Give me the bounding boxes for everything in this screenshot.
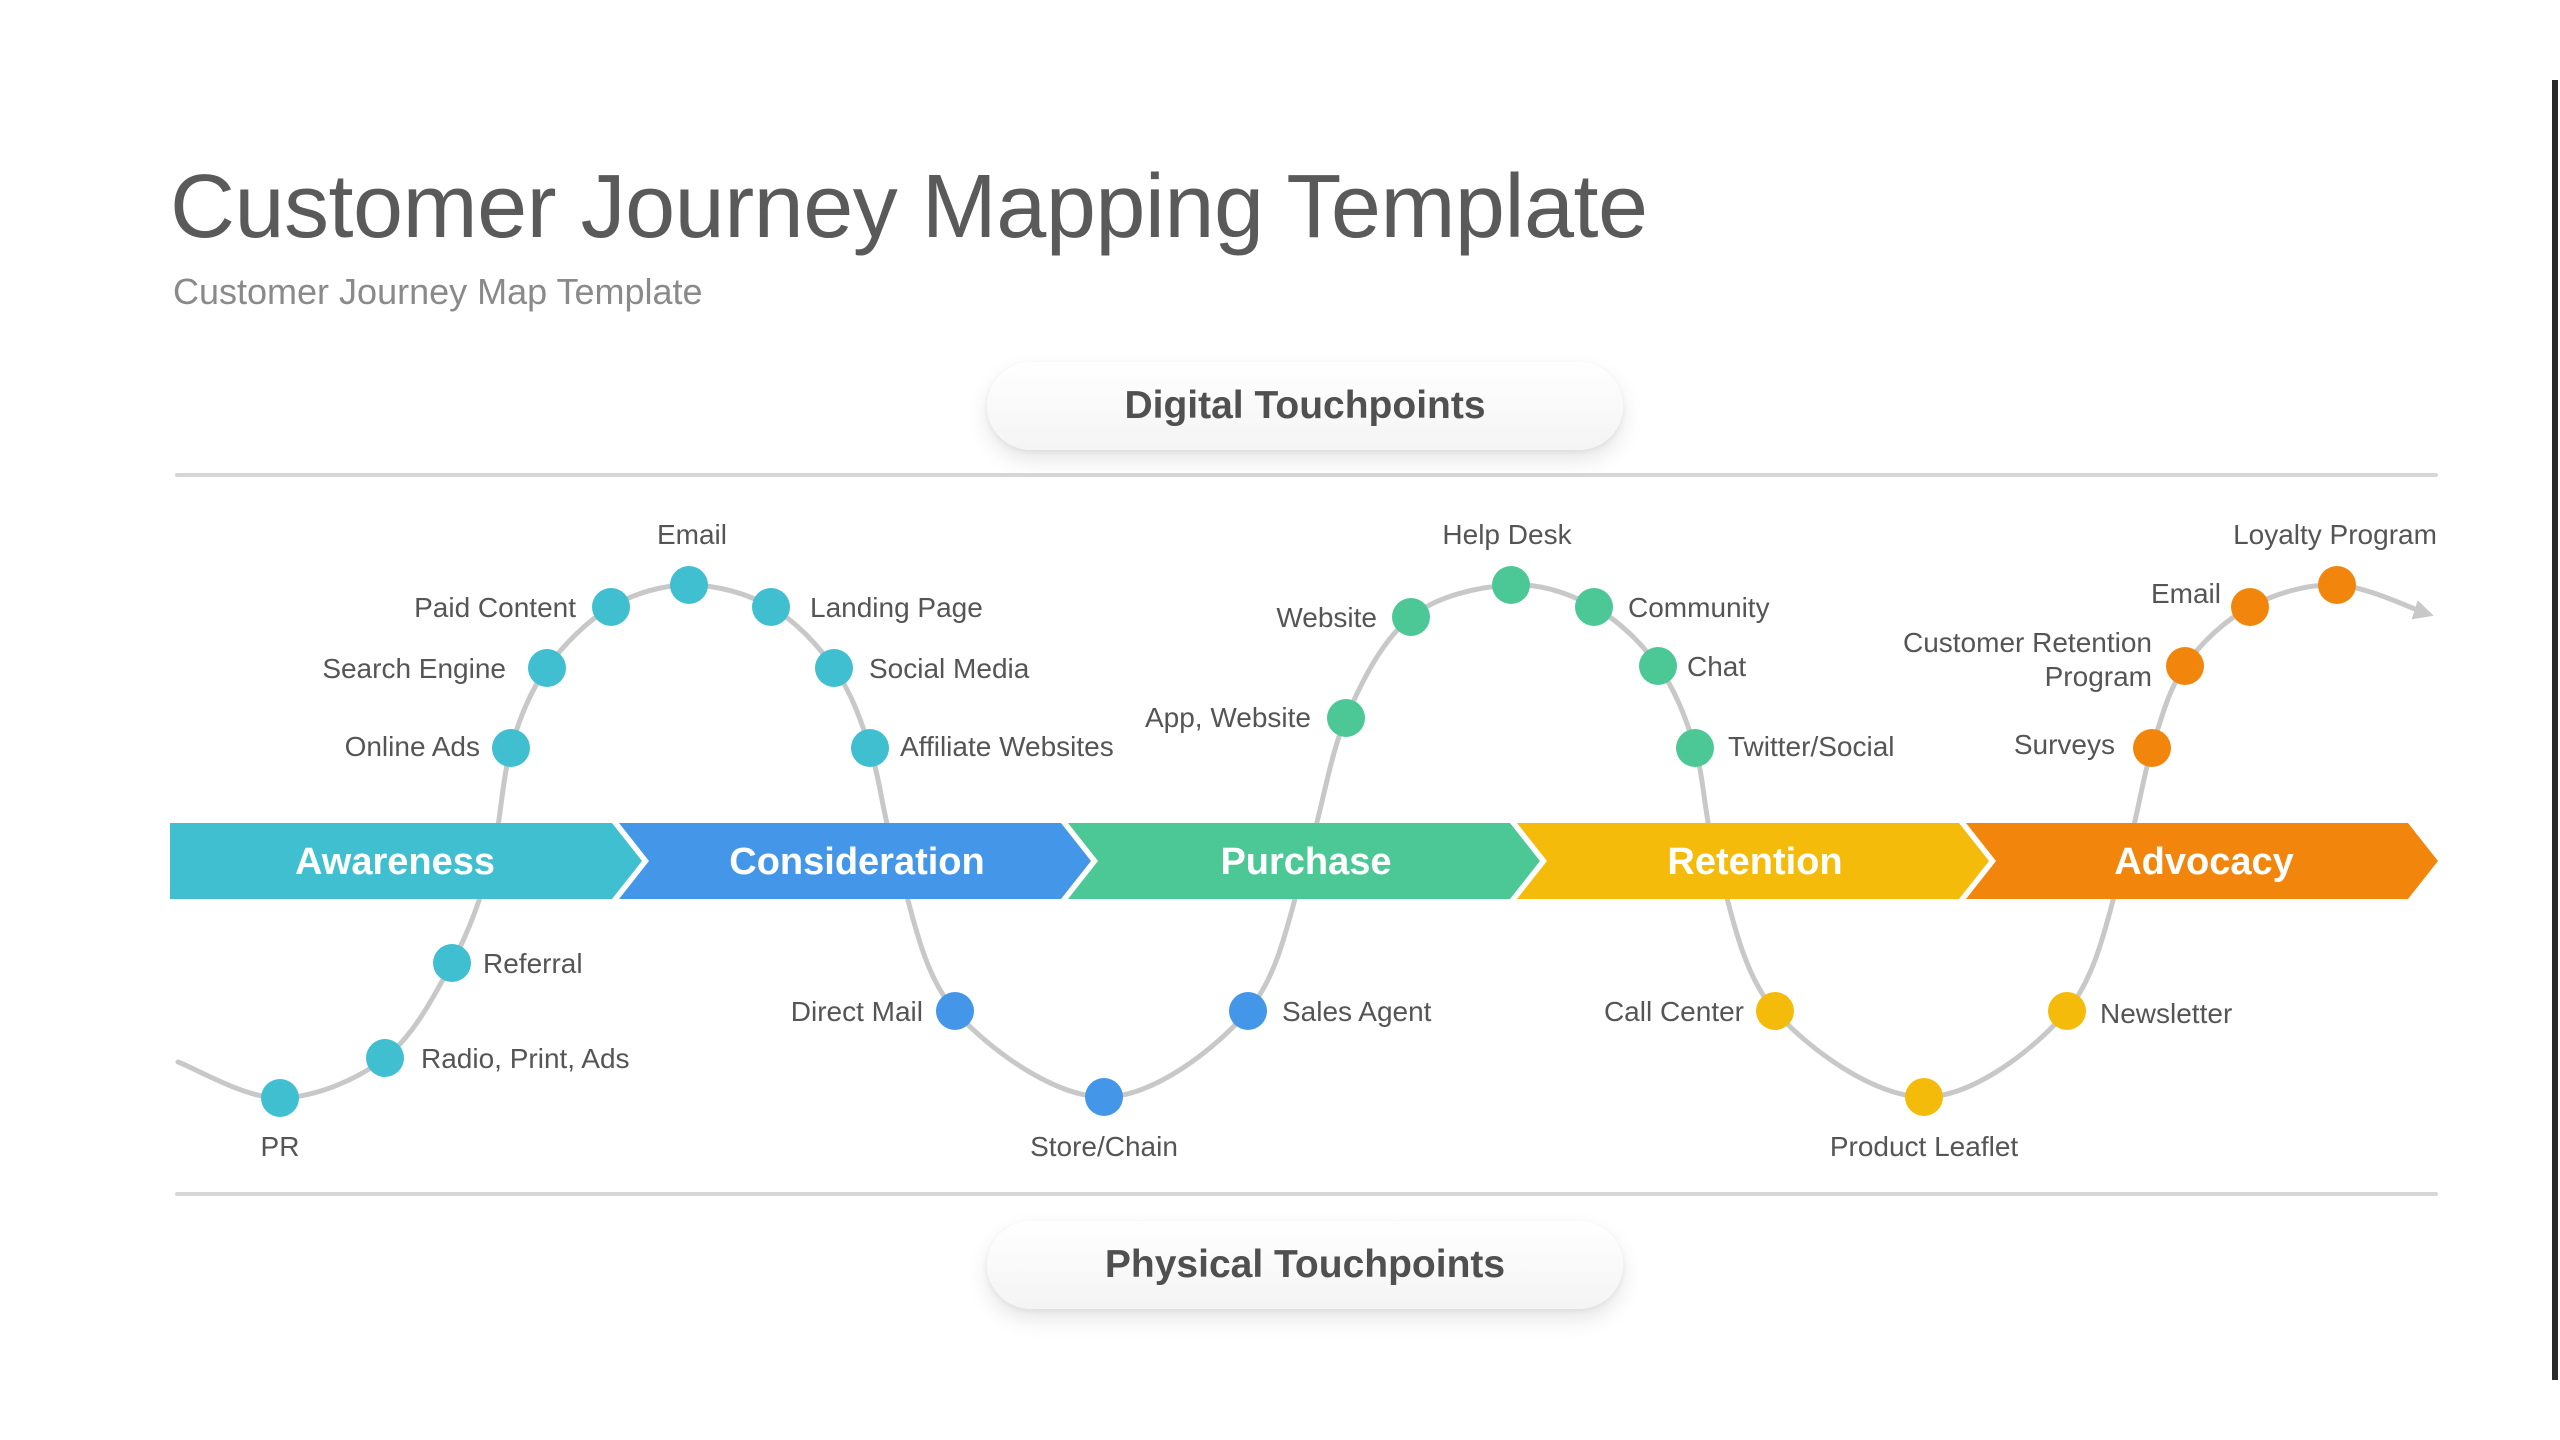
touchpoint-dot-consideration-sales-agent[interactable] (1229, 992, 1267, 1030)
touchpoint-label-awareness-landing-page: Landing Page (810, 592, 983, 623)
touchpoint-label-retention-newsletter: Newsletter (2100, 998, 2232, 1029)
touchpoint-label-purchase-website: Website (1276, 602, 1377, 633)
touchpoint-dot-consideration-direct-mail[interactable] (936, 992, 974, 1030)
touchpoint-label-retention-product-leaflet: Product Leaflet (1830, 1131, 2019, 1162)
stage-chevron-advocacy (1966, 823, 2438, 899)
stage-label-awareness: Awareness (295, 841, 495, 883)
touchpoint-label-purchase-help-desk: Help Desk (1442, 519, 1572, 550)
touchpoint-dot-purchase-website[interactable] (1392, 598, 1430, 636)
stage-purchase: Purchase (1068, 823, 1540, 899)
touchpoint-dot-awareness-affiliate-websites[interactable] (851, 729, 889, 767)
touchpoint-label-purchase-chat: Chat (1687, 651, 1746, 682)
touchpoint-dot-retention-call-center[interactable] (1756, 992, 1794, 1030)
touchpoint-label-line: Program (2045, 661, 2152, 692)
touchpoint-dot-awareness-pr[interactable] (261, 1079, 299, 1117)
touchpoint-labels: PR Radio, Print, Ads Referral Online Ads Sea… (261, 519, 2437, 1162)
stage-label-retention: Retention (1667, 841, 1842, 883)
touchpoint-label-awareness-affiliate-websites: Affiliate Websites (900, 731, 1114, 762)
stage-chevron-awareness (170, 823, 642, 899)
touchpoint-dot-awareness-social-media[interactable] (815, 649, 853, 687)
touchpoint-label-awareness-email: Email (657, 519, 727, 550)
touchpoint-label-advocacy-email: Email (2151, 578, 2221, 609)
touchpoint-dot-advocacy-surveys[interactable] (2133, 729, 2171, 767)
touchpoint-dots (261, 566, 2356, 1117)
stage-chevron-retention (1517, 823, 1989, 899)
touchpoint-label-line: Customer Retention (1903, 627, 2152, 658)
stage-consideration: Consideration (619, 823, 1091, 899)
touchpoint-label-consideration-store-chain: Store/Chain (1030, 1131, 1178, 1162)
touchpoint-label-consideration-sales-agent: Sales Agent (1282, 996, 1432, 1027)
stage-chevron-consideration (619, 823, 1091, 899)
touchpoint-dot-awareness-paid-content[interactable] (592, 588, 630, 626)
touchpoint-dot-advocacy-customer-retention-program[interactable] (2166, 647, 2204, 685)
page-title: Customer Journey Mapping Template (170, 157, 1648, 257)
touchpoint-label-advocacy-loyalty-program: Loyalty Program (2233, 519, 2437, 550)
touchpoint-label-awareness-social-media: Social Media (869, 653, 1030, 684)
stage-label-purchase: Purchase (1220, 841, 1391, 883)
touchpoint-dot-consideration-store-chain[interactable] (1085, 1078, 1123, 1116)
window-edge-bar (2552, 80, 2558, 1380)
touchpoint-dot-advocacy-email[interactable] (2231, 588, 2269, 626)
digital-divider-line (175, 473, 2438, 477)
touchpoint-label-retention-call-center: Call Center (1604, 996, 1744, 1027)
touchpoint-dot-purchase-community[interactable] (1575, 588, 1613, 626)
stage-label-consideration: Consideration (729, 841, 984, 883)
touchpoint-dot-awareness-radio-print-ads[interactable] (366, 1039, 404, 1077)
stage-retention: Retention (1517, 823, 1989, 899)
touchpoint-label-awareness-online-ads: Online Ads (345, 731, 480, 762)
touchpoint-dot-purchase-chat[interactable] (1639, 647, 1677, 685)
touchpoint-dot-awareness-online-ads[interactable] (492, 729, 530, 767)
stage-label-advocacy: Advocacy (2114, 841, 2294, 883)
touchpoint-dot-awareness-search-engine[interactable] (528, 649, 566, 687)
touchpoint-dot-purchase-help-desk[interactable] (1492, 566, 1530, 604)
physical-divider-line (175, 1192, 2438, 1196)
touchpoint-dot-awareness-email[interactable] (670, 566, 708, 604)
touchpoint-label-awareness-radio-print-ads: Radio, Print, Ads (421, 1043, 630, 1074)
touchpoint-dot-awareness-referral[interactable] (433, 944, 471, 982)
touchpoint-label-consideration-direct-mail: Direct Mail (791, 996, 923, 1027)
stage-awareness: Awareness (170, 823, 642, 899)
touchpoint-dot-purchase-twitter-social[interactable] (1676, 729, 1714, 767)
touchpoint-dot-advocacy-loyalty-program[interactable] (2318, 566, 2356, 604)
touchpoint-dot-awareness-landing-page[interactable] (752, 588, 790, 626)
stage-chevron-purchase (1068, 823, 1540, 899)
touchpoint-label-awareness-search-engine: Search Engine (322, 653, 506, 684)
touchpoint-label-purchase-app-website: App, Website (1145, 702, 1311, 733)
touchpoint-label-advocacy-surveys: Surveys (2014, 729, 2115, 760)
touchpoint-label-awareness-paid-content: Paid Content (414, 592, 576, 623)
touchpoint-label-purchase-twitter-social: Twitter/Social (1728, 731, 1895, 762)
touchpoint-dot-retention-product-leaflet[interactable] (1905, 1078, 1943, 1116)
touchpoint-dot-retention-newsletter[interactable] (2048, 992, 2086, 1030)
touchpoint-label-awareness-referral: Referral (483, 948, 583, 979)
touchpoint-dot-purchase-app-website[interactable] (1327, 699, 1365, 737)
digital-touchpoints-header: Digital Touchpoints (987, 362, 1623, 450)
touchpoint-label-purchase-community: Community (1628, 592, 1770, 623)
touchpoint-label-awareness-pr: PR (261, 1131, 300, 1162)
page-subtitle: Customer Journey Map Template (173, 271, 703, 312)
stage-band: Awareness Consideration Purchase Retention A… (170, 823, 2438, 899)
stage-advocacy: Advocacy (1966, 823, 2438, 899)
physical-touchpoints-header: Physical Touchpoints (987, 1221, 1623, 1309)
